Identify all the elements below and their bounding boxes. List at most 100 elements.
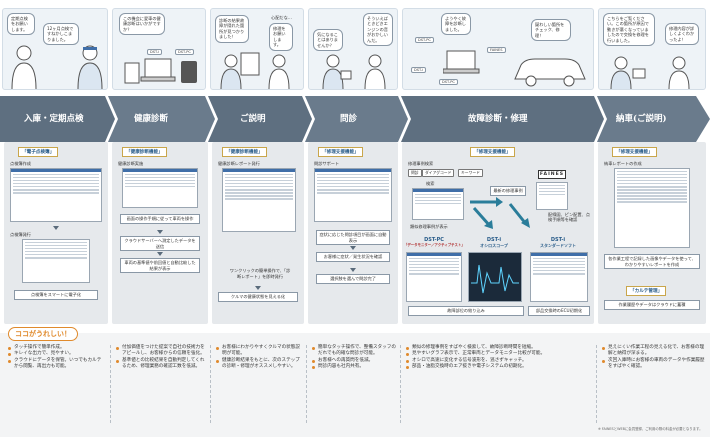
scene-interview: 気になることはありませんか？ そういえばときどきエンジンの音がおかしいんだ。 [308, 8, 398, 90]
feature-badge: 「修理支援機能」 [318, 147, 363, 157]
tool-subtitle: オシロスコープ [480, 243, 508, 249]
mechanic-tablet-icon [610, 56, 690, 89]
tool-name: DST-i [550, 237, 566, 243]
process-flow-arrow [0, 96, 710, 142]
benefit-list: お客様にわかりやすくクルマの状態説明が可能。 健康診断結果をもとに、次のステップ… [216, 345, 304, 419]
scene-explanation: 診断の結果故障が隠れた箇所が見つかりました！ 修理をお願いします。 心配だな… [210, 8, 304, 90]
down-arrow-icon [53, 226, 59, 230]
data-monitor-screen [406, 252, 462, 302]
screen-thumbnail [122, 168, 198, 208]
tool-subtitle: スタンダードソフト [540, 243, 576, 249]
tab-keyword[interactable]: キーワード [458, 169, 483, 177]
scene-delivery: こちらをご覧ください。この箇所が原因で動きが悪くなっていましたので交換を修理を行… [598, 8, 706, 90]
footnote: ※ FAINESとWEBに会員登録、ご利用の際の料金が必要となります。 [598, 427, 703, 431]
benefit-item: 問診内容も社内共有。 [312, 364, 398, 370]
speech-bubble: 12ヶ月点検ですねかしこまりました。 [43, 23, 79, 46]
step-label: 納車(ご説明) [616, 114, 667, 124]
feature-badge: 「健康診断機能」 [222, 147, 267, 157]
speech-bubble: 気になることはありませんか？ [313, 29, 343, 52]
speech-bubble: 診断の結果故障が隠れた箇所が見つかりました！ [215, 15, 249, 43]
faines-logo: FAINES [538, 170, 566, 179]
wiring-label: 配線図、ピン配置、点検手順等を確認 [548, 212, 590, 223]
step-box: 車両の基準値や前回値と自動比較した結果が表示 [120, 258, 200, 274]
benefit-list: 付加価値をつけた提案で自社の技術力をアピールし、お客様からの信頼を強化。 基準値… [116, 345, 208, 419]
section-title: 納車レポートの作成 [604, 161, 642, 166]
section-title: 修理事例検索 [408, 161, 434, 166]
step-box: クラウドサーバーへ測定したデータを送信 [120, 236, 200, 252]
benefit-item: 簡単なタッチ操作で、整備スタッフのだれでも的確な問診が可能。 [312, 345, 398, 358]
feature-badge: 「カルテ管理」 [626, 286, 667, 296]
step-box: 各作業工程で記録した画像やデータを使って、わかりやすいレポートを作成 [604, 254, 700, 270]
benefit-list: タッチ操作で簡単作成。 キレイな出力で、見やすい。 クラウドにデータを保管。いつ… [8, 345, 104, 419]
step-box: クルマの健康状態を見える化 [218, 292, 298, 302]
benefit-item: 次回入庫時にお客様の車両のデータや作業履歴をすばやく確認。 [602, 358, 706, 371]
step-box: 作業履歴やデータはクラウドに蓄積 [604, 300, 700, 310]
benefit-item: 基準値との比較結果を自動判定してくれるため、修理業務の確認工数を低減。 [116, 358, 208, 371]
device-label: DST-i [411, 67, 427, 73]
benefit-item: 付加価値をつけた提案で自社の技術力をアピールし、お客様からの信頼を強化。 [116, 345, 208, 358]
down-arrow-icon [255, 286, 261, 290]
standard-soft-screen [530, 252, 588, 302]
laptop-icon [124, 58, 197, 84]
divider [596, 345, 597, 423]
feature-badge: 「修理支援機能」 [470, 147, 515, 157]
section-title: 点検簿作成 [10, 161, 31, 166]
scene-diagnosis: ようやく故障を診断しました。 疑わしい箇所をチェック、修理！ DST-PC DS… [402, 8, 594, 90]
divider [110, 345, 111, 423]
step-label: ご説明 [240, 114, 266, 124]
divider [400, 345, 401, 423]
mechanic-with-report-icon [220, 52, 290, 89]
search-result-thumbnail [412, 188, 464, 220]
device-label: DST-i [147, 49, 163, 55]
customer-icon [11, 45, 37, 89]
down-arrow-icon [157, 252, 163, 256]
feature-badge: 「修理支援機能」 [612, 147, 657, 157]
waveform-icon [471, 264, 519, 294]
step-label: 入庫・定期点検 [24, 114, 84, 124]
scene-checkin: 定期点検をお願いします。 12ヶ月点検ですねかしこまりました。 [2, 8, 108, 90]
benefits-panel [0, 333, 710, 437]
benefit-list: 見えにくい作業工程の見える化で、お客様の理解と納得が深まる。 次回入庫時にお客様… [602, 345, 706, 419]
step-box: 故障部位の絞り込み [408, 306, 524, 316]
benefit-item: クラウドにデータを保管。いつでもカルテから閲覧、再出力も可能。 [8, 358, 104, 371]
section-title: 点検簿発行 [10, 232, 31, 237]
benefit-item: 健康診断結果をもとに、次のステップの診断・修理がオススメしやすい。 [216, 358, 304, 371]
benefit-item: 見えにくい作業工程の見える化で、お客様の理解と納得が深まる。 [602, 345, 706, 358]
speech-bubble: 修理をお願いします。 [269, 23, 293, 51]
step-box: 選択肢を選んで問診完了 [316, 274, 390, 284]
tool-title-dst-pc: DST-PC「データモニター／アクティブテスト」 [404, 237, 465, 249]
benefit-item: 見やすいグラフ表示で、正常車両とデータモニター比較が可能。 [406, 351, 594, 357]
mechanic-tablet-icon [322, 54, 386, 89]
car-icon [514, 58, 586, 87]
speech-bubble: 修理内容が詳しくよくわかったよ！ [665, 23, 699, 46]
benefit-list: 簡単なタッチ操作で、整備スタッフのだれでも的確な問診が可能。 お客様への再質問を… [312, 345, 398, 419]
benefit-item: タッチ操作で簡単作成。 [8, 345, 104, 351]
down-arrow-icon [350, 268, 356, 272]
speech-bubble: ようやく故障を診断しました。 [441, 13, 471, 36]
document-thumbnail [536, 182, 568, 210]
speech-bubble: 定期点検をお願いします。 [7, 13, 35, 36]
tab-diag-code[interactable]: ダイアグコード [422, 169, 455, 177]
thought-text: 心配だな… [271, 15, 292, 20]
section-title: 健康診断実施 [118, 161, 144, 166]
similar-cases-label: 類似修理事例が表示 [410, 224, 448, 229]
benefit-item: 類似の修理事例をすばやく検索して、故障診断時間を短縮。 [406, 345, 594, 351]
section-title: 問診サポート [314, 161, 340, 166]
feature-badge: 「健康診断機能」 [122, 147, 167, 157]
down-arrow-icon [157, 230, 163, 234]
oscilloscope-screen [468, 252, 522, 302]
tab-interview[interactable]: 問診 [408, 169, 422, 177]
step-box: お客様に症状／発生状況を確認 [316, 252, 390, 262]
section-title: 健康診断レポート発行 [218, 161, 260, 166]
case-docs-box: 最新の修理事例 [490, 186, 526, 196]
step-label: 故障診断・修理 [468, 114, 528, 124]
device-label: FAINES [487, 47, 506, 53]
search-label: 検索 [426, 181, 435, 186]
down-arrow-icon [350, 246, 356, 250]
step-box: 症状に応じた問診項目が画面に自動表示 [316, 230, 390, 246]
step-label: 問診 [340, 114, 358, 124]
benefit-item: キレイな出力で、見やすい。 [8, 351, 104, 357]
triangle-flow-arrows [470, 197, 530, 229]
tool-name: DST-PC [424, 237, 444, 243]
benefit-item: お客様にわかりやすくクルマの状態説明が可能。 [216, 345, 304, 358]
